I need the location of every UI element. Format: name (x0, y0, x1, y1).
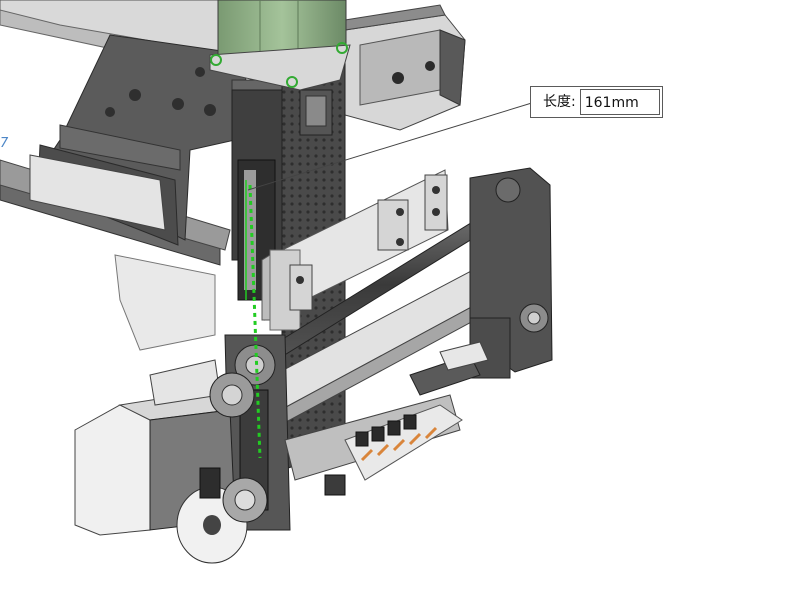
measure-value: 161mm (579, 89, 660, 115)
view-corner-mark: 7 (0, 136, 9, 151)
carriage-plate (261, 169, 449, 331)
connector-board (284, 341, 489, 496)
top-motor (209, 0, 351, 91)
measure-line (245, 180, 262, 459)
callout-leader (247, 101, 536, 191)
measure-label: 长度: (543, 94, 576, 110)
right-rail-block (344, 4, 466, 131)
bottom-pulley (176, 467, 268, 564)
measure-callout[interactable]: 长度: 161mm (530, 86, 663, 118)
